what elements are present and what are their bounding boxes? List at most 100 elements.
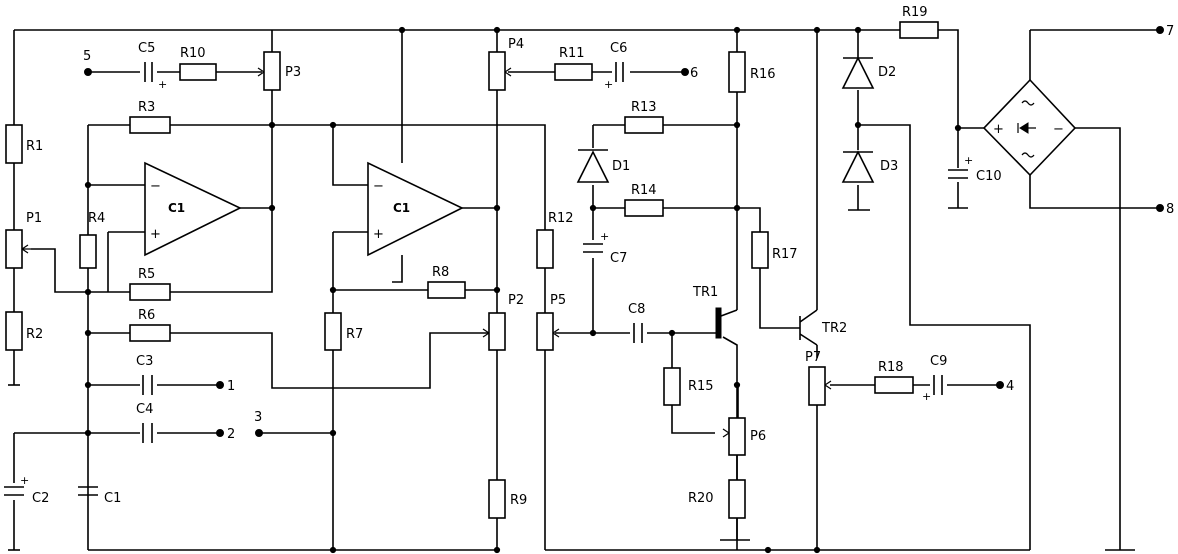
- ground-stubs: [8, 384, 20, 551]
- potentiometer-p6-label: P6: [750, 429, 766, 444]
- resistor-r10: [179, 63, 217, 81]
- transistor-tr1: TR1: [692, 285, 738, 339]
- capacitor-c7: C7 +: [583, 230, 627, 266]
- potentiometer-p3-label: P3: [285, 65, 301, 80]
- terminal-3: [255, 429, 263, 437]
- terminal-6: [681, 68, 689, 76]
- transistor-tr2-label: TR2: [821, 321, 847, 336]
- potentiometer-p1: P1: [5, 211, 42, 269]
- opamp-right-label: C1: [393, 201, 410, 215]
- terminal-5: [84, 68, 92, 76]
- resistors: R1 R2 R3 R4 R5 R6 R7 R8 R9 R10 R11 R12 R…: [5, 5, 939, 519]
- opamp-right-plus: +: [373, 227, 384, 242]
- potentiometers: P1 P3 P4 P2 P5 P6 P7: [5, 37, 832, 456]
- terminal-4: [996, 381, 1004, 389]
- capacitor-c7-label: C7: [610, 251, 627, 266]
- bridge-rectifier: + −: [982, 78, 1077, 177]
- capacitor-c1-label: C1: [104, 491, 121, 506]
- terminal-7: [1156, 26, 1164, 34]
- potentiometer-p2-label: P2: [508, 293, 524, 308]
- capacitor-c9-plus: +: [922, 390, 931, 403]
- potentiometer-p4-label: P4: [508, 37, 524, 52]
- resistor-r14-label: R14: [631, 183, 657, 198]
- resistor-r18: [874, 376, 914, 394]
- capacitor-c4: C4: [136, 402, 153, 443]
- resistor-r3-label: R3: [138, 100, 155, 115]
- resistor-r19: [899, 21, 939, 39]
- potentiometer-p2: P2: [482, 293, 524, 351]
- resistor-r19-label: R19: [902, 5, 928, 20]
- resistor-r11-label: R11: [559, 46, 585, 61]
- capacitor-c5-plus: +: [158, 78, 167, 91]
- resistor-r9: [488, 479, 506, 519]
- terminal-8: [1156, 204, 1164, 212]
- opamp-left: − + C1: [144, 161, 242, 257]
- resistor-r4-label: R4: [88, 211, 105, 226]
- capacitor-c4-label: C4: [136, 402, 153, 417]
- diode-d1-label: D1: [612, 159, 630, 174]
- capacitor-c10-plus: +: [964, 154, 973, 167]
- resistor-r10-label: R10: [180, 46, 206, 61]
- capacitor-c2: C2 +: [4, 474, 49, 506]
- resistor-r2: [5, 311, 23, 351]
- diodes: D1 D2 D3: [576, 56, 898, 183]
- resistor-r17-label: R17: [772, 247, 798, 262]
- capacitor-c5-label: C5: [138, 41, 155, 56]
- capacitor-c3-label: C3: [136, 354, 153, 369]
- potentiometer-p6: P6: [722, 417, 766, 456]
- capacitor-c8: C8: [628, 302, 645, 343]
- resistor-r2-label: R2: [26, 327, 43, 342]
- capacitor-c2-plus: +: [20, 474, 29, 487]
- resistor-r15: [663, 367, 681, 406]
- resistor-r5: [129, 283, 171, 301]
- capacitor-c9-label: C9: [930, 354, 947, 369]
- potentiometer-p4: P4: [488, 37, 524, 91]
- bridge-plus: +: [993, 122, 1004, 137]
- transistor-tr2: TR2: [799, 309, 847, 346]
- resistor-r6-label: R6: [138, 308, 155, 323]
- diode-d2: D2: [841, 56, 896, 89]
- terminal-6-label: 6: [690, 66, 698, 81]
- capacitor-c9: C9 +: [922, 354, 947, 403]
- resistor-r15-label: R15: [688, 379, 714, 394]
- resistor-r4: [79, 234, 97, 269]
- potentiometer-p1-label: P1: [26, 211, 42, 226]
- resistor-r1-label: R1: [26, 139, 43, 154]
- resistor-r13-label: R13: [631, 100, 657, 115]
- potentiometer-p5: P5: [536, 293, 566, 351]
- resistor-r3: [129, 116, 171, 134]
- resistor-r20-label: R20: [688, 491, 714, 506]
- terminal-4-label: 4: [1006, 379, 1014, 394]
- opamp-left-minus: −: [150, 179, 161, 194]
- resistor-r18-label: R18: [878, 360, 904, 375]
- opamp-left-plus: +: [150, 227, 161, 242]
- terminal-3-label: 3: [254, 410, 262, 425]
- diode-d1: D1: [576, 149, 630, 183]
- resistor-r8: [427, 281, 466, 299]
- resistor-r20: [728, 479, 746, 519]
- capacitor-c3: C3: [136, 354, 153, 395]
- diode-d3: D3: [841, 150, 898, 183]
- resistor-r12-label: R12: [548, 211, 574, 226]
- diode-d2-label: D2: [878, 65, 896, 80]
- opamps: − + C1 − + C1: [144, 161, 464, 257]
- opamp-right-minus: −: [373, 179, 384, 194]
- potentiometer-p7: P7: [805, 350, 832, 406]
- capacitor-c10: C10 +: [948, 154, 1002, 184]
- potentiometer-p5-label: P5: [550, 293, 566, 308]
- resistor-r6: [129, 324, 171, 342]
- potentiometer-p3: P3: [257, 51, 301, 91]
- transistors: TR1 TR2: [692, 285, 847, 346]
- terminal-7-label: 7: [1166, 24, 1174, 39]
- terminal-2-label: 2: [227, 427, 235, 442]
- diode-d3-label: D3: [880, 159, 898, 174]
- bridge-minus: −: [1053, 122, 1064, 137]
- resistor-r16: [728, 51, 746, 93]
- terminal-1-label: 1: [227, 379, 235, 394]
- terminal-2: [216, 429, 224, 437]
- junctions: [84, 26, 962, 554]
- terminal-5-label: 5: [83, 49, 91, 64]
- resistor-r14: [624, 199, 664, 217]
- capacitors: C5 + C6 + C3 C4 C8 C9 + C7 +: [4, 41, 1002, 506]
